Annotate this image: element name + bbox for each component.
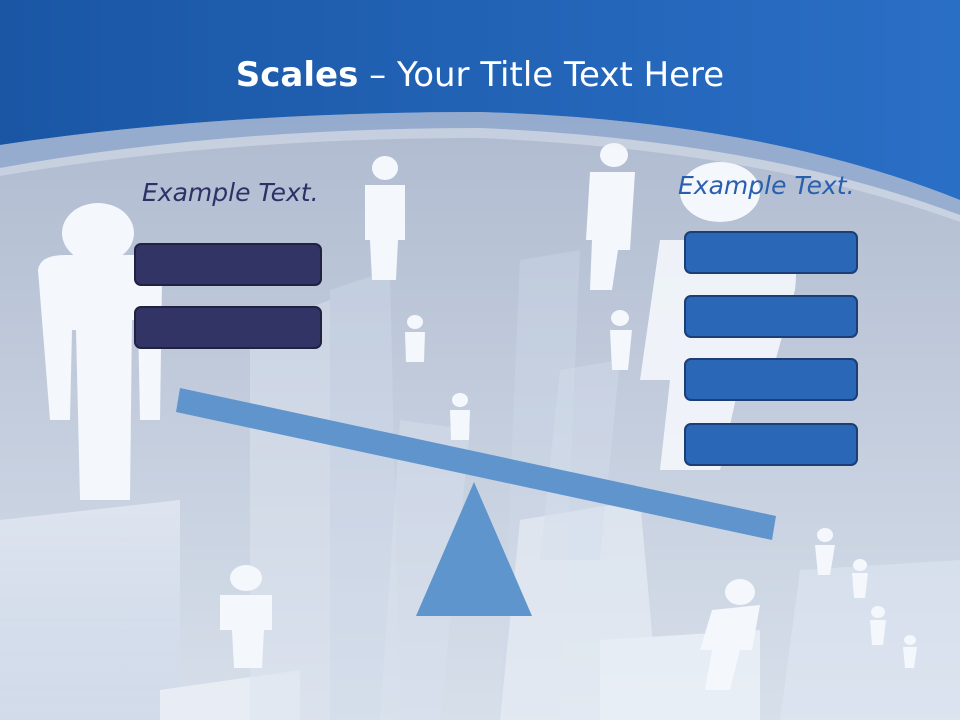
right-text-box-4[interactable] bbox=[684, 423, 858, 466]
right-text-box-2[interactable] bbox=[684, 295, 858, 338]
right-text-box-3[interactable] bbox=[684, 358, 858, 401]
scale-fulcrum bbox=[416, 482, 532, 616]
left-text-box-2[interactable] bbox=[134, 306, 322, 349]
slide-title: Scales – Your Title Text Here bbox=[0, 52, 960, 98]
scale-beam bbox=[176, 388, 776, 540]
header-band bbox=[0, 0, 960, 200]
title-rest: – Your Title Text Here bbox=[358, 55, 725, 95]
title-bold: Scales bbox=[235, 55, 359, 95]
right-label: Example Text. bbox=[678, 171, 855, 200]
right-text-box-1[interactable] bbox=[684, 231, 858, 274]
left-text-box-1[interactable] bbox=[134, 243, 322, 286]
left-label: Example Text. bbox=[142, 178, 319, 207]
